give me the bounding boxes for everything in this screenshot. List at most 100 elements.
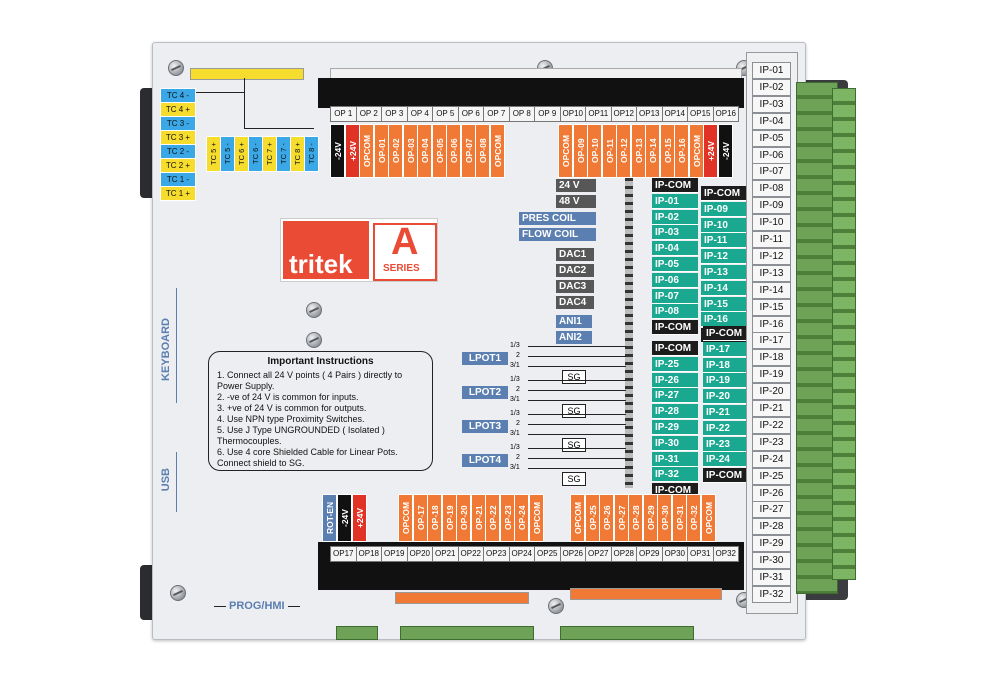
op-terminal-tag: +24V — [352, 494, 367, 542]
instructions-box: Important Instructions 1. Connect all 24… — [208, 351, 433, 471]
pin-label: 1/3 — [510, 410, 520, 417]
logo-text: tritek — [289, 249, 353, 279]
tc-terminal-label: TC 5 + — [206, 136, 221, 172]
op-terminal-tag: OPCOM — [558, 124, 573, 178]
logo-series-word: SERIES — [383, 263, 420, 274]
green-terminal-block-bottom-3 — [560, 626, 694, 640]
screw — [306, 332, 322, 348]
green-terminal-block-far-right — [832, 88, 856, 580]
op-output-label: OP15 — [687, 106, 714, 122]
ip-input-label: IP-01 — [752, 62, 791, 79]
ip-input-cell: IP-23 — [703, 436, 749, 452]
pin-label: 2 — [516, 454, 520, 461]
tc-terminal-label: TC 3 + — [160, 130, 196, 145]
op-terminal-tag: OP-13 — [630, 124, 646, 178]
op-terminal-tag: OP-09 — [572, 124, 588, 178]
ip-input-cell: IP-28 — [652, 404, 698, 420]
ip-input-label: IP-25 — [752, 467, 791, 485]
ip-input-label: IP-02 — [752, 78, 791, 96]
lpot-wire — [528, 424, 626, 425]
tc-terminal-label: TC 8 - — [304, 136, 319, 172]
tc-terminal-label: TC 8 + — [290, 136, 305, 172]
op-output-label: OP18 — [355, 546, 382, 562]
ip-input-cell: IP-COM — [652, 178, 698, 193]
ip-input-cell: IP-COM — [652, 341, 698, 356]
ip-input-label: IP-23 — [752, 433, 791, 451]
op-terminal-tag: OP-25 — [584, 494, 600, 542]
op-output-label: OP 3 — [381, 106, 408, 122]
lpot-wire — [528, 434, 626, 435]
lpot-wire — [528, 468, 626, 469]
ip-input-cell: IP-21 — [703, 405, 749, 420]
lpot-wire — [528, 346, 626, 347]
op-output-label: OP 5 — [432, 106, 459, 122]
op-terminal-tag: OPCOM — [688, 124, 704, 178]
ip-input-cell: IP-31 — [652, 451, 698, 467]
ip-input-label: IP-15 — [752, 298, 791, 316]
ip-input-label: IP-04 — [752, 112, 791, 130]
op-terminal-tag: OP-14 — [645, 124, 660, 178]
op-output-label: OP 8 — [508, 106, 535, 122]
op-terminal-tag: OP-21 — [470, 494, 486, 542]
op-output-label: OP16 — [712, 106, 739, 122]
screw — [168, 60, 184, 76]
lpot-label: LPOT4 — [462, 454, 508, 467]
dac-tag: DAC3 — [556, 280, 594, 293]
op-terminal-tag: OP-06 — [446, 124, 461, 178]
op-terminal-tag: OP-15 — [659, 124, 675, 178]
op-output-label: OP19 — [381, 546, 408, 562]
tc-terminal-label: TC 2 + — [160, 158, 196, 173]
op-output-label: OP 9 — [534, 106, 561, 122]
usb-label: USB — [160, 468, 172, 492]
op-output-label: OP17 — [330, 546, 357, 562]
op-output-label: OP32 — [712, 546, 739, 562]
instruction-item: 3. +ve of 24 V is common for outputs. — [217, 403, 367, 413]
ip-input-cell: IP-07 — [652, 288, 698, 304]
ip-input-label: IP-05 — [752, 129, 791, 147]
pin-label: 1/3 — [510, 342, 520, 349]
ip-input-label: IP-31 — [752, 569, 791, 586]
ip-input-label: IP-12 — [752, 247, 791, 265]
op-terminal-tag: OPCOM — [700, 494, 716, 542]
ip-input-cell: IP-25 — [652, 356, 698, 372]
op-terminal-tag: OPCOM — [528, 494, 544, 542]
lpot-wire — [528, 390, 626, 391]
logo-series-box — [373, 223, 437, 281]
op-terminal-tag: OP-23 — [499, 494, 515, 542]
tc-terminal-label: TC 6 + — [234, 136, 249, 172]
op-terminal-tag: OP-11 — [601, 124, 617, 178]
op-terminal-tag: OP-12 — [616, 124, 631, 178]
keyboard-bracket — [176, 288, 177, 403]
sg-box: SG — [562, 438, 586, 452]
instructions-title: Important Instructions — [267, 356, 374, 367]
screw — [306, 302, 322, 318]
op-terminal-tag: OP-03 — [402, 124, 418, 178]
ip-input-cell: IP-26 — [652, 372, 698, 388]
ip-input-label: IP-10 — [752, 214, 791, 232]
tc-terminal-label: TC 3 - — [160, 116, 196, 131]
instruction-item: 2. -ve of 24 V is common for inputs. — [217, 392, 359, 402]
pin-label: 3/1 — [510, 464, 520, 471]
dac-tag: DAC1 — [556, 248, 594, 261]
lpot-label: LPOT3 — [462, 420, 508, 433]
ip-input-cell: IP-18 — [703, 357, 749, 373]
pin-label: 3/1 — [510, 430, 520, 437]
op-output-label: OP27 — [585, 546, 612, 562]
lpot-wire — [528, 414, 626, 415]
op-output-label: OP13 — [636, 106, 663, 122]
op-terminal-tag: OPCOM — [489, 124, 505, 178]
ip-input-cell: IP-04 — [652, 241, 698, 257]
pin-label: 2 — [516, 352, 520, 359]
ip-input-cell: IP-30 — [652, 435, 698, 451]
ip-input-cell: IP-09 — [701, 201, 747, 217]
op-bottom-connector-strip-2 — [570, 588, 722, 600]
op-terminal-tag: OP-04 — [417, 124, 432, 178]
ip-input-label: IP-13 — [752, 264, 791, 282]
op-terminal-tag: OP-22 — [485, 494, 500, 542]
dac-tag: DAC2 — [556, 264, 594, 277]
op-terminal-tag: OP-08 — [475, 124, 490, 178]
sg-box: SG — [562, 404, 586, 418]
ip-input-label: IP-30 — [752, 552, 791, 570]
tc-wire-line — [244, 128, 314, 129]
tc-terminal-label: TC 4 - — [160, 88, 196, 103]
